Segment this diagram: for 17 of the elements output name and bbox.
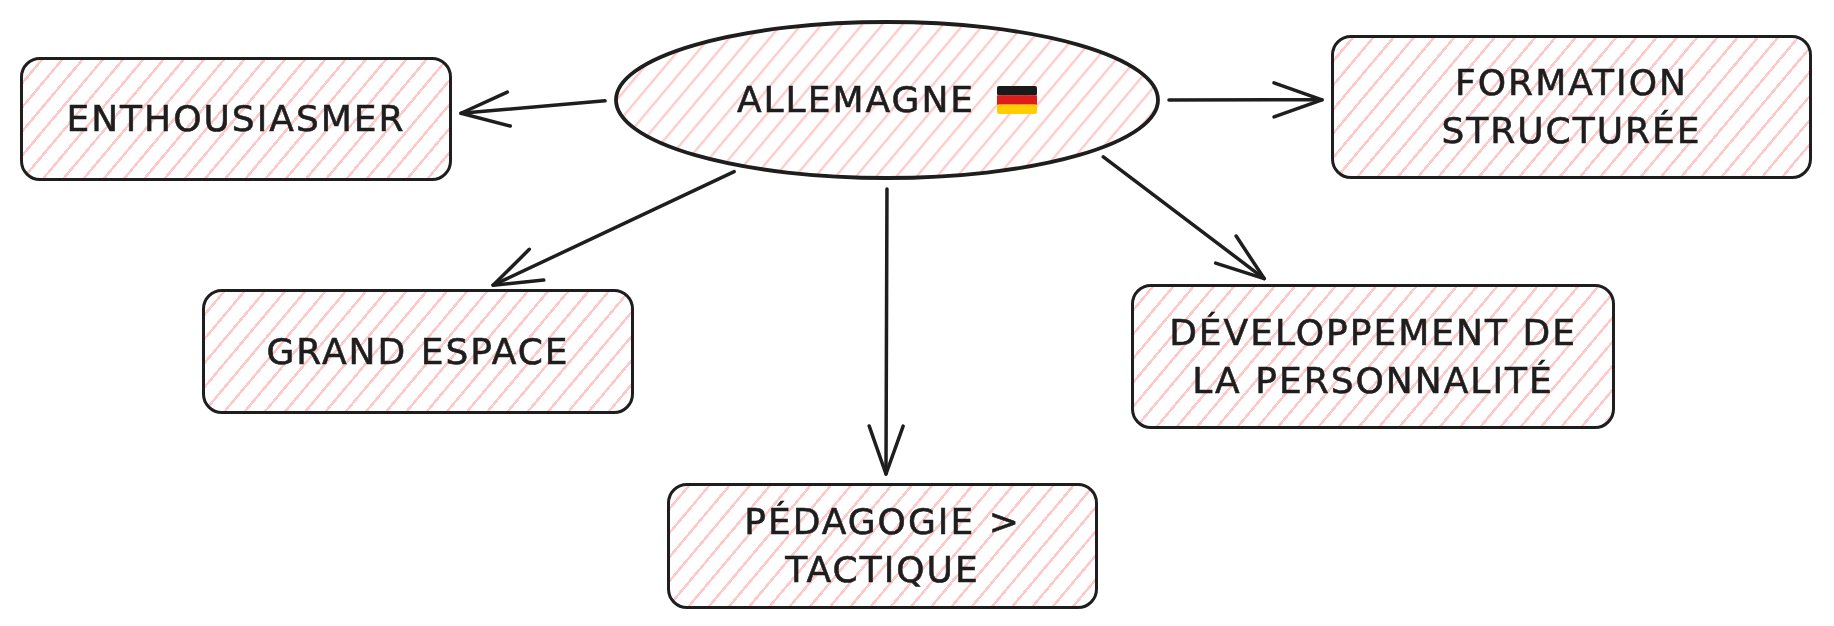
topic-box	[202, 289, 634, 414]
node-label: PÉDAGOGIE > TACTIQUE	[743, 500, 1022, 592]
arrow	[1101, 155, 1266, 281]
topic-box	[20, 57, 452, 181]
topic-ellipse	[614, 20, 1160, 180]
node-label: ALLEMAGNE	[736, 78, 976, 122]
node-label: DÉVELOPPEMENT DE LA PERSONNALITÉ	[1168, 310, 1578, 403]
arrow	[459, 90, 607, 128]
topic-box	[667, 483, 1098, 609]
node-label: FORMATION STRUCTURÉE	[1440, 61, 1703, 153]
topic-box	[1131, 284, 1615, 429]
arrow	[1167, 81, 1324, 119]
node-label: GRAND ESPACE	[266, 329, 570, 374]
node-label: ENTHOUSIASMER	[66, 97, 406, 141]
arrow	[491, 169, 736, 287]
arrow	[867, 187, 905, 476]
topic-box	[1331, 35, 1812, 179]
